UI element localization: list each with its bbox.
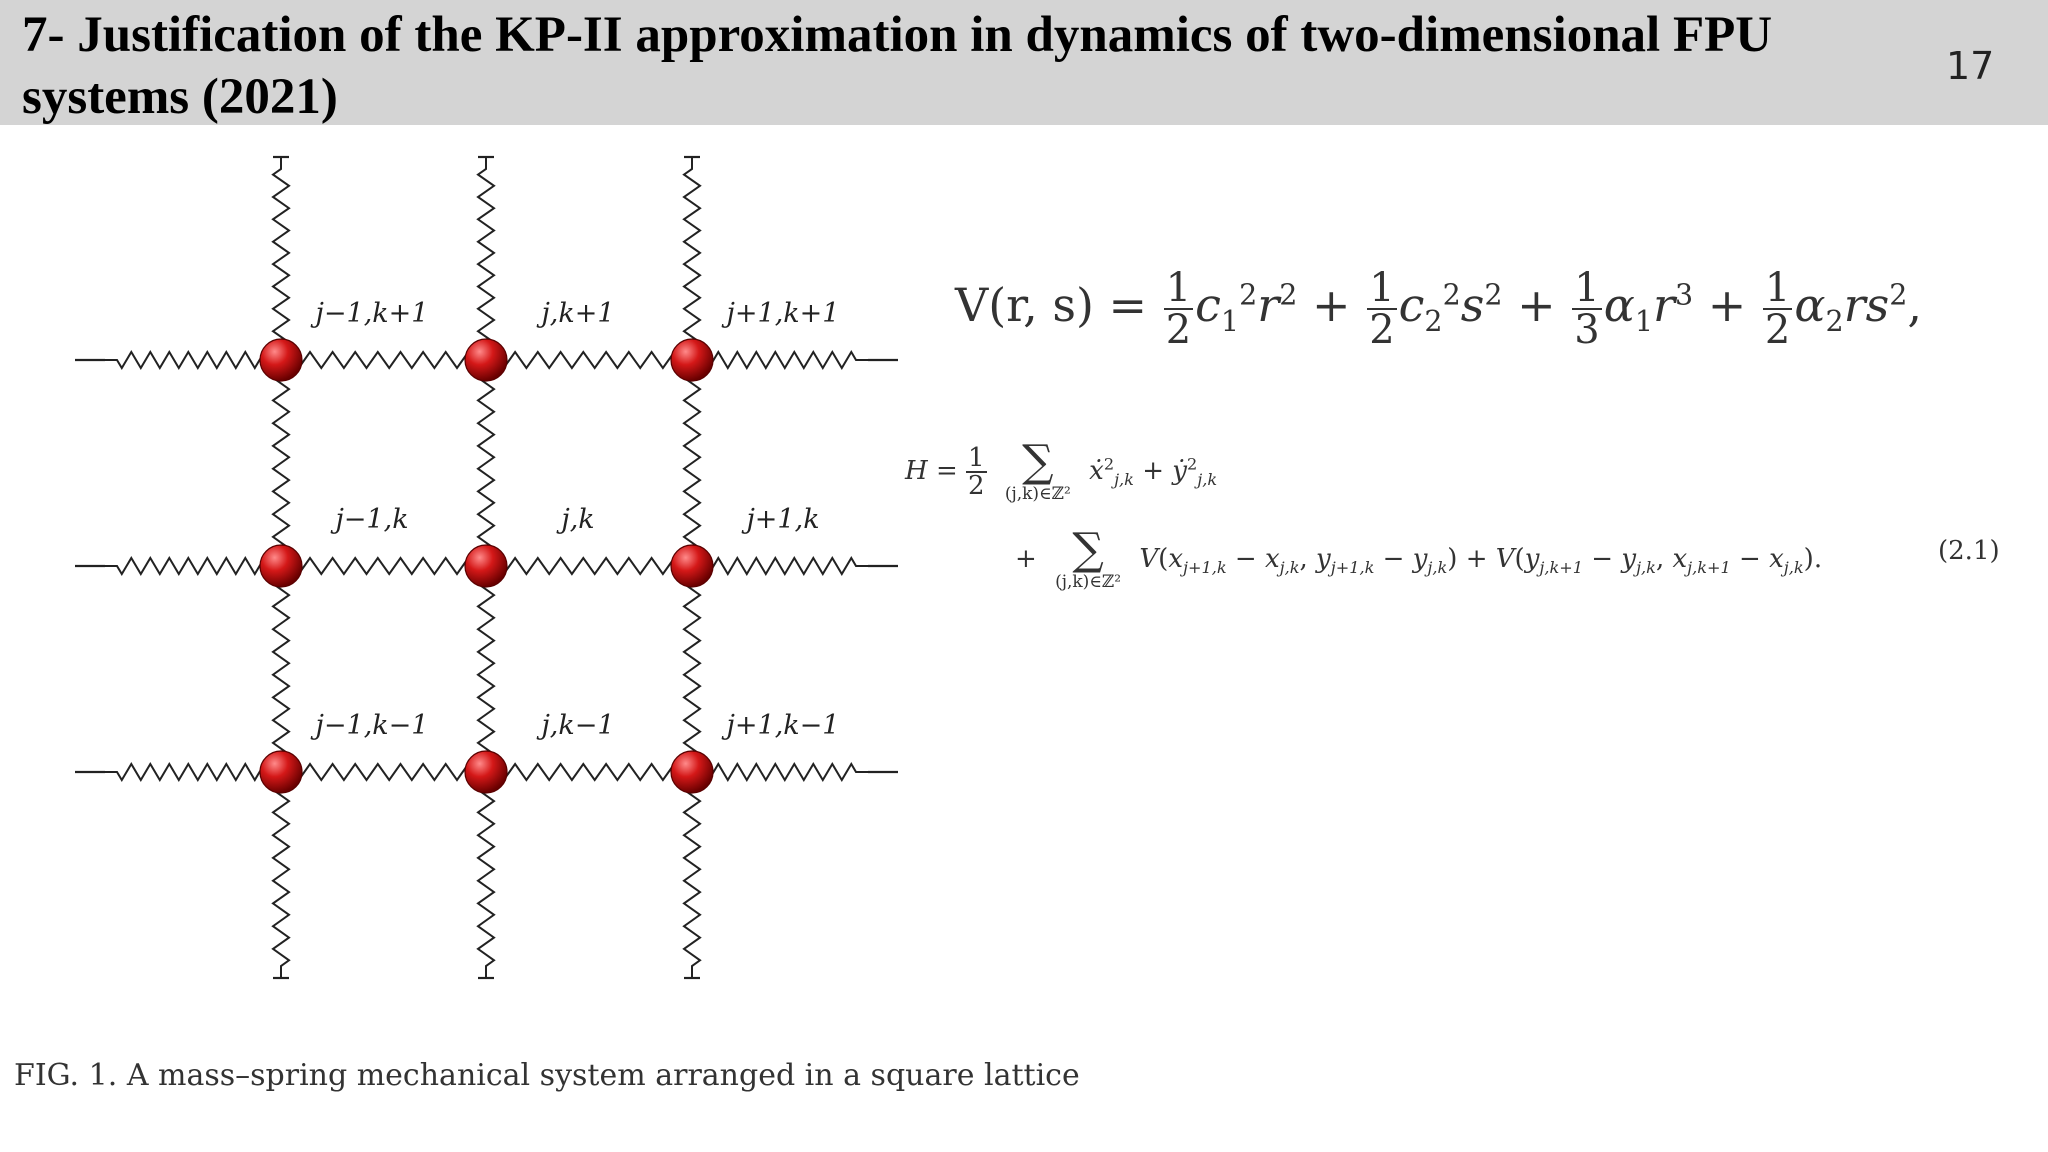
spring-horizontal	[692, 556, 868, 576]
spring-vertical	[476, 566, 496, 772]
figure-caption: FIG. 1. A mass–spring mechanical system …	[14, 1058, 1080, 1093]
spring-vertical	[271, 772, 291, 978]
spring-vertical	[476, 772, 496, 978]
sum-index-1: (j,k)∈ℤ²	[1004, 484, 1071, 504]
hamiltonian-lhs: H =	[905, 456, 958, 486]
spring-horizontal	[486, 762, 692, 782]
spring-vertical	[476, 360, 496, 566]
masses-group	[259, 338, 714, 794]
mass-node	[259, 338, 303, 382]
mass-spring-lattice-figure: j−1,k+1 j,k+1 j+1,k+1 j−1,k j,k j+1,k j−1,k−1 j…	[75, 155, 898, 980]
spring-horizontal	[486, 350, 692, 370]
mass-node	[670, 750, 714, 794]
equation-number: (2.1)	[1938, 536, 2000, 566]
spring-horizontal	[281, 556, 486, 576]
spring-horizontal	[281, 762, 486, 782]
spring-horizontal	[692, 762, 868, 782]
spring-horizontal	[105, 350, 281, 370]
lattice-labels-group: j−1,k+1 j,k+1 j+1,k+1 j−1,k j,k j+1,k j−1,k−1 j…	[311, 298, 840, 741]
lattice-node-label: j,k+1	[536, 298, 614, 329]
lattice-node-label: j−1,k+1	[311, 298, 429, 329]
lattice-node-label: j−1,k−1	[311, 710, 429, 741]
spring-vertical	[271, 360, 291, 566]
hamiltonian-line-2: + ∑(j,k)∈ℤ² V(xj+1,k − xj,k, yj+1,k − yj…	[1015, 524, 1823, 593]
potential-lhs: V(r, s) =	[955, 278, 1148, 332]
spring-horizontal	[105, 762, 281, 782]
spring-vertical	[682, 566, 702, 772]
slide-title: 7- Justification of the KP-II approximat…	[22, 7, 1773, 125]
mass-node	[464, 750, 508, 794]
mass-node	[464, 544, 508, 588]
lattice-node-label: j,k−1	[536, 710, 614, 741]
lattice-node-label: j+1,k	[741, 504, 819, 535]
mass-node	[670, 338, 714, 382]
lattice-node-label: j+1,k+1	[722, 298, 840, 329]
mass-node	[259, 750, 303, 794]
lattice-node-label: j+1,k−1	[722, 710, 840, 741]
spring-horizontal	[692, 350, 868, 370]
spring-horizontal	[486, 556, 692, 576]
spring-horizontal	[281, 350, 486, 370]
caption-prefix: FIG. 1.	[14, 1058, 118, 1093]
mass-node	[670, 544, 714, 588]
spring-horizontal	[105, 556, 281, 576]
spring-vertical	[682, 157, 702, 360]
mass-node	[464, 338, 508, 382]
mass-node	[259, 544, 303, 588]
caption-text: A mass–spring mechanical system arranged…	[126, 1058, 1080, 1093]
sum-index-2: (j,k)∈ℤ²	[1055, 572, 1122, 592]
spring-vertical	[271, 566, 291, 772]
spring-vertical	[682, 772, 702, 978]
spring-vertical	[271, 157, 291, 360]
lattice-node-label: j−1,k	[330, 504, 408, 535]
lattice-node-label: j,k	[556, 504, 594, 535]
slide-number: 17	[1946, 44, 1995, 88]
title-bar	[0, 0, 2048, 125]
spring-vertical	[476, 157, 496, 360]
springs-group	[75, 155, 898, 980]
spring-vertical	[682, 360, 702, 566]
